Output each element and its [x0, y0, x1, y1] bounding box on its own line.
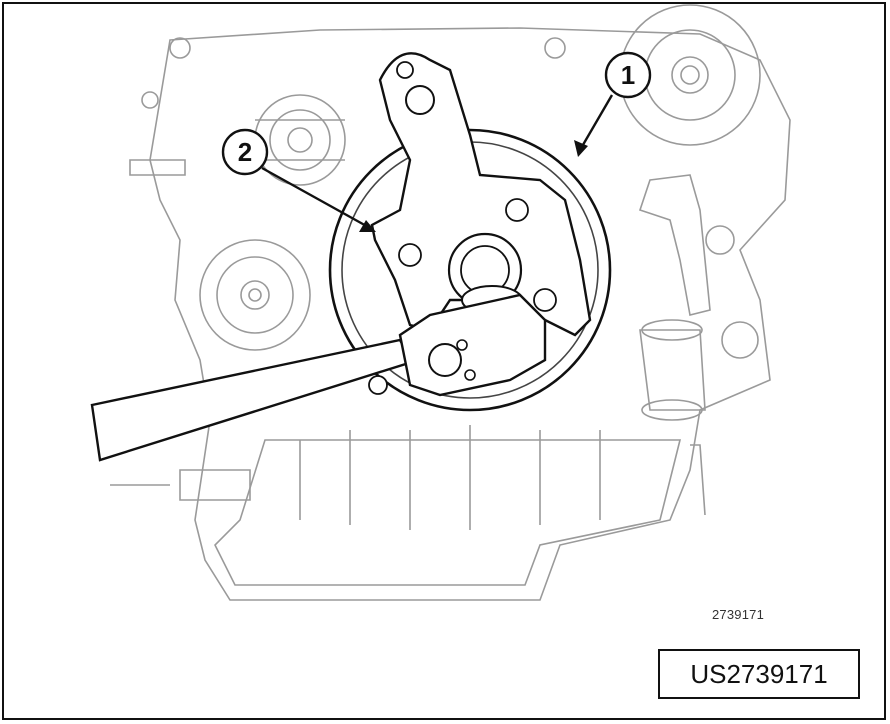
callout-2: 2	[221, 128, 376, 232]
drawing-number: 2739171	[712, 607, 765, 622]
callout-1-label: 1	[621, 60, 635, 90]
callout-1: 1	[574, 51, 652, 157]
figure-id: US2739171	[690, 658, 828, 689]
breaker-bar-icon	[90, 293, 547, 462]
damper-holder-tool-icon	[370, 52, 592, 337]
callout-2-label: 2	[238, 137, 252, 167]
figure-id-box: US2739171	[658, 649, 860, 699]
engine-block	[110, 4, 791, 601]
